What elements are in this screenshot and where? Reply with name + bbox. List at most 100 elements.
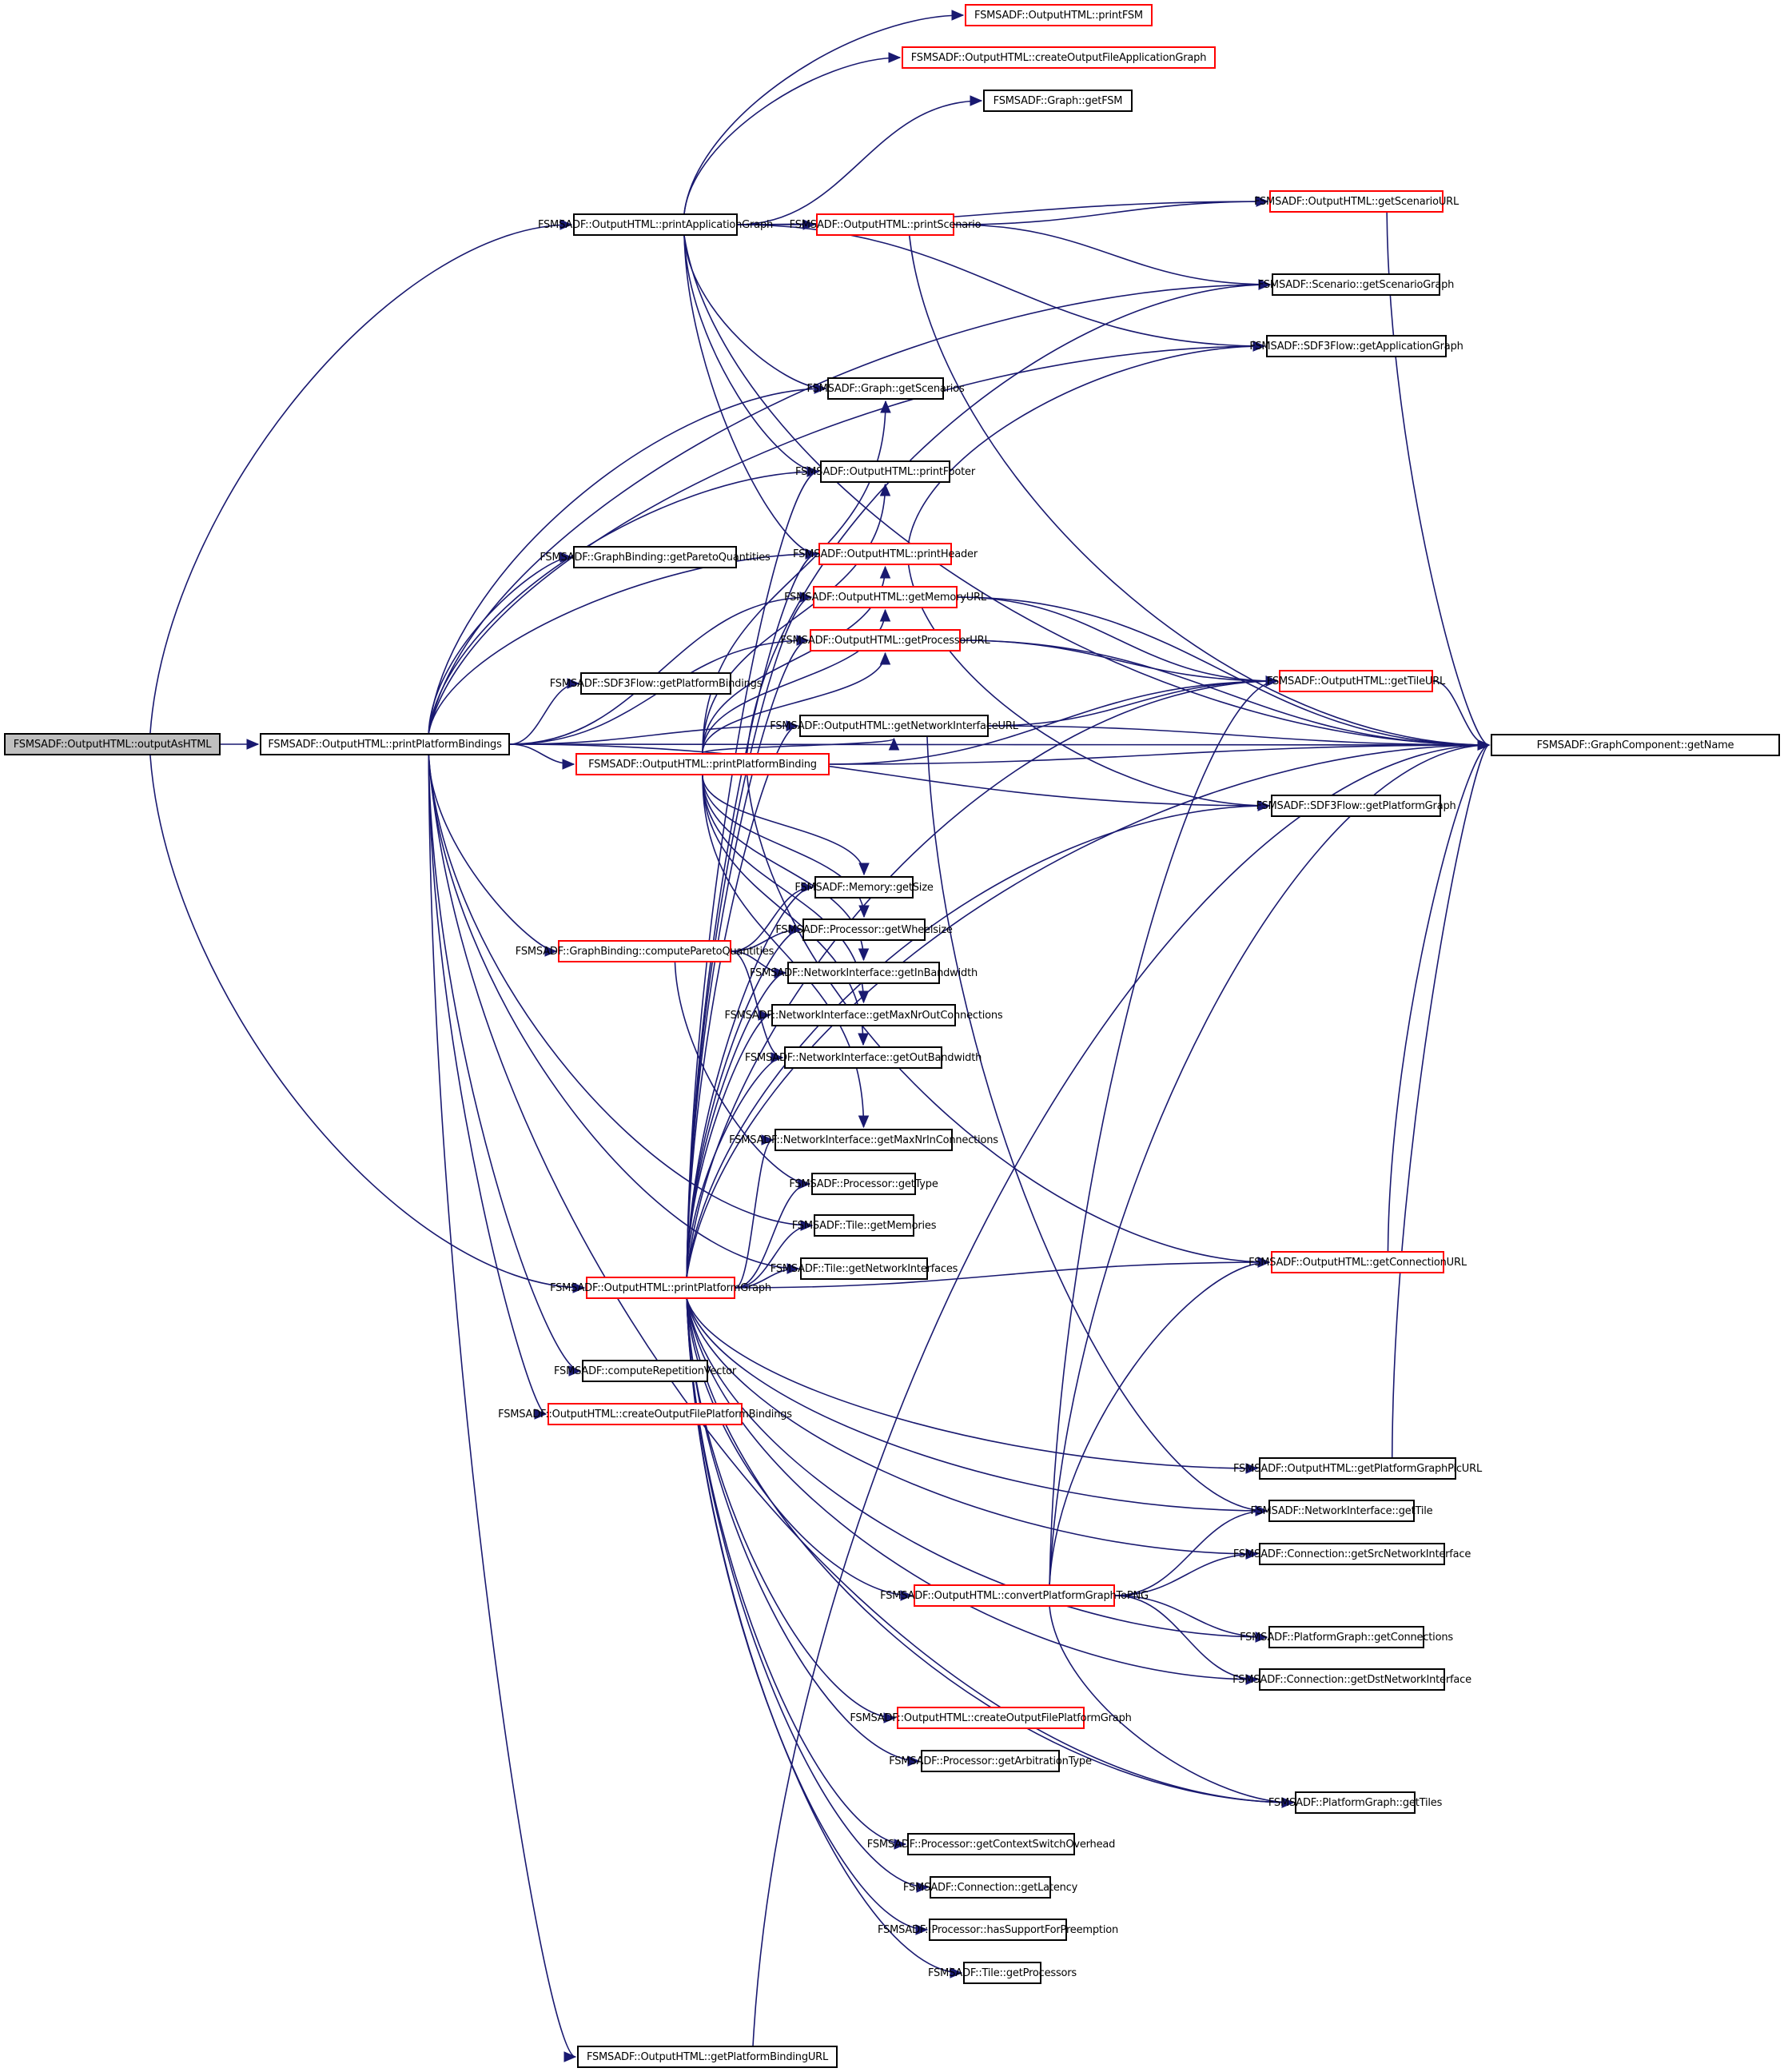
node-label: FSMSADF::OutputHTML::printFSM — [974, 9, 1143, 22]
node-get-connection-url[interactable]: FSMSADF::OutputHTML::getConnectionURL — [1248, 1251, 1467, 1273]
edge-print-platform-bindings-to-get-network-interfaces — [428, 755, 799, 1269]
edge-print-platform-graph-to-get-dst-network-interface — [686, 1298, 1258, 1680]
node-label: FSMSADF::GraphBinding::getParetoQuantiti… — [540, 551, 771, 564]
node-get-connections[interactable]: FSMSADF::PlatformGraph::getConnections — [1240, 1626, 1453, 1648]
node-label: FSMSADF::OutputHTML::printScenario — [789, 218, 982, 231]
node-label: FSMSADF::Processor::getWheelsize — [775, 923, 953, 936]
arrowhead-icon — [559, 552, 573, 563]
node-get-src-network-interface[interactable]: FSMSADF::Connection::getSrcNetworkInterf… — [1233, 1543, 1471, 1565]
node-get-arbitration-type[interactable]: FSMSADF::Processor::getArbitrationType — [889, 1750, 1092, 1772]
node-print-footer[interactable]: FSMSADF::OutputHTML::printFooter — [795, 460, 975, 483]
edge-print-platform-bindings-to-get-scenario-graph — [428, 284, 1271, 734]
edge-print-platform-graph-to-get-out-bandwidth — [686, 1057, 783, 1277]
node-get-application-graph[interactable]: FSMSADF::SDF3Flow::getApplicationGraph — [1249, 335, 1463, 357]
edge-get-connection-url-to-get-name — [1387, 744, 1490, 1252]
edge-print-platform-bindings-to-get-platform-bindings — [509, 683, 579, 745]
node-print-fsm[interactable]: FSMSADF::OutputHTML::printFSM — [965, 4, 1153, 26]
edge-print-platform-graph-to-get-max-nr-in-connections — [735, 1139, 774, 1289]
node-get-memory-url[interactable]: FSMSADF::OutputHTML::getMemoryURL — [784, 586, 986, 608]
node-label: FSMSADF::OutputHTML::printFooter — [795, 465, 975, 478]
node-get-fsm[interactable]: FSMSADF::Graph::getFSM — [983, 90, 1133, 112]
node-print-platform-binding[interactable]: FSMSADF::OutputHTML::printPlatformBindin… — [575, 753, 830, 775]
node-get-platform-graph-pic-url[interactable]: FSMSADF::OutputHTML::getPlatformGraphPic… — [1233, 1457, 1482, 1480]
arrowhead-icon — [900, 1590, 914, 1601]
node-get-memories[interactable]: FSMSADF::Tile::getMemories — [792, 1214, 936, 1237]
edge-print-application-graph-to-print-header — [683, 235, 818, 555]
edge-print-platform-bindings-to-compute-pareto-quantities — [428, 755, 557, 952]
node-get-platform-graph[interactable]: FSMSADF::SDF3Flow::getPlatformGraph — [1256, 795, 1456, 817]
edge-print-header-to-get-application-graph — [907, 345, 1265, 544]
arrowhead-icon — [858, 1115, 870, 1129]
node-convert-platform-graph-to-png[interactable]: FSMSADF::OutputHTML::convertPlatformGrap… — [880, 1584, 1149, 1607]
node-get-context-switch-overhead[interactable]: FSMSADF::Processor::getContextSwitchOver… — [867, 1833, 1115, 1855]
node-compute-repetition-vector[interactable]: FSMSADF::computeRepetitionVector — [554, 1360, 736, 1382]
edge-convert-platform-graph-to-png-to-get-tile — [1114, 1510, 1268, 1596]
node-print-application-graph[interactable]: FSMSADF::OutputHTML::printApplicationGra… — [538, 213, 773, 236]
node-get-pareto-quantities[interactable]: FSMSADF::GraphBinding::getParetoQuantiti… — [540, 546, 771, 568]
edge-print-platform-binding-to-get-network-interface-url — [702, 738, 895, 754]
node-print-platform-graph[interactable]: FSMSADF::OutputHTML::printPlatformGraph — [550, 1277, 771, 1299]
node-get-in-bandwidth[interactable]: FSMSADF::NetworkInterface::getInBandwidt… — [750, 962, 978, 984]
node-get-out-bandwidth[interactable]: FSMSADF::NetworkInterface::getOutBandwid… — [745, 1046, 982, 1069]
node-get-size[interactable]: FSMSADF::Memory::getSize — [794, 876, 934, 899]
node-label: FSMSADF::OutputHTML::getConnectionURL — [1248, 1256, 1467, 1269]
node-get-scenario-graph[interactable]: FSMSADF::Scenario::getScenarioGraph — [1258, 273, 1454, 296]
node-label: FSMSADF::OutputHTML::getPlatformBindingU… — [586, 2050, 829, 2063]
node-get-dst-network-interface[interactable]: FSMSADF::Connection::getDstNetworkInterf… — [1232, 1668, 1471, 1691]
arrowhead-icon — [894, 1839, 907, 1850]
node-get-scenarios[interactable]: FSMSADF::Graph::getScenarios — [807, 377, 965, 400]
arrowhead-icon — [534, 1409, 548, 1420]
arrowhead-icon — [879, 651, 891, 665]
node-get-platform-binding-url[interactable]: FSMSADF::OutputHTML::getPlatformBindingU… — [577, 2046, 838, 2068]
edge-output-as-html-to-print-application-graph — [149, 224, 572, 734]
node-print-platform-bindings[interactable]: FSMSADF::OutputHTML::printPlatformBindin… — [260, 733, 510, 755]
node-has-support-for-preemption[interactable]: FSMSADF::Processor::hasSupportForPreempt… — [878, 1919, 1118, 1941]
arrowhead-icon — [786, 720, 799, 731]
edge-print-platform-bindings-to-get-scenarios — [428, 388, 826, 734]
edge-print-platform-bindings-to-get-memory-url — [509, 596, 812, 745]
edge-print-platform-graph-to-get-context-switch-overhead — [686, 1298, 906, 1845]
node-get-network-interfaces[interactable]: FSMSADF::Tile::getNetworkInterfaces — [771, 1257, 958, 1280]
arrowhead-icon — [774, 967, 787, 978]
node-label: FSMSADF::GraphComponent::getName — [1536, 739, 1734, 751]
edge-get-memory-url-to-get-tile-url — [957, 596, 1278, 682]
node-create-output-file-platform-bindings[interactable]: FSMSADF::OutputHTML::createOutputFilePla… — [498, 1403, 792, 1425]
node-get-scenario-url[interactable]: FSMSADF::OutputHTML::getScenarioURL — [1254, 190, 1459, 213]
node-label: FSMSADF::OutputHTML::printPlatformBindin… — [588, 758, 817, 771]
node-get-network-interface-url[interactable]: FSMSADF::OutputHTML::getNetworkInterface… — [770, 715, 1018, 737]
edge-print-application-graph-to-get-fsm — [737, 100, 982, 225]
node-get-processor-url[interactable]: FSMSADF::OutputHTML::getProcessorURL — [781, 629, 990, 651]
arrowhead-icon — [879, 608, 891, 622]
node-get-type[interactable]: FSMSADF::Processor::getType — [789, 1173, 938, 1195]
edge-print-application-graph-to-print-fsm — [683, 14, 964, 214]
node-get-latency[interactable]: FSMSADF::Connection::getLatency — [903, 1876, 1077, 1899]
edge-get-tile-url-to-get-name — [1432, 680, 1490, 746]
edge-print-platform-graph-to-get-wheelsize — [686, 929, 802, 1277]
node-compute-pareto-quantities[interactable]: FSMSADF::GraphBinding::computeParetoQuan… — [516, 940, 774, 962]
node-print-scenario[interactable]: FSMSADF::OutputHTML::printScenario — [790, 213, 982, 236]
node-label: FSMSADF::NetworkInterface::getOutBandwid… — [744, 1051, 982, 1064]
node-get-processors[interactable]: FSMSADF::Tile::getProcessors — [928, 1962, 1077, 1984]
arrowhead-icon — [806, 466, 820, 477]
arrowhead-icon — [1252, 341, 1266, 352]
node-create-output-file-platform-graph[interactable]: FSMSADF::OutputHTML::createOutputFilePla… — [850, 1707, 1132, 1729]
node-get-tile[interactable]: FSMSADF::NetworkInterface::getTile — [1251, 1500, 1433, 1522]
node-get-max-nr-in-connections[interactable]: FSMSADF::NetworkInterface::getMaxNrInCon… — [729, 1129, 998, 1151]
node-print-header[interactable]: FSMSADF::OutputHTML::printHeader — [793, 543, 978, 565]
edge-get-network-interface-url-to-get-tile-url — [988, 680, 1278, 727]
node-create-output-file-application-graph[interactable]: FSMSADF::OutputHTML::createOutputFileApp… — [902, 46, 1216, 69]
node-get-max-nr-out-connections[interactable]: FSMSADF::NetworkInterface::getMaxNrOutCo… — [725, 1004, 1003, 1026]
node-label: FSMSADF::PlatformGraph::getConnections — [1240, 1631, 1453, 1644]
arrowhead-icon — [563, 2051, 577, 2062]
node-label: FSMSADF::PlatformGraph::getTiles — [1268, 1796, 1443, 1809]
node-label: FSMSADF::OutputHTML::printPlatformGraph — [550, 1281, 771, 1294]
node-get-tiles[interactable]: FSMSADF::PlatformGraph::getTiles — [1268, 1791, 1442, 1814]
node-label: FSMSADF::Graph::getFSM — [993, 94, 1123, 107]
node-get-tile-url[interactable]: FSMSADF::OutputHTML::getTileURL — [1267, 670, 1445, 692]
edge-print-platform-graph-to-get-connections — [686, 1298, 1268, 1638]
node-get-platform-bindings[interactable]: FSMSADF::SDF3Flow::getPlatformBindings — [550, 672, 762, 695]
edge-print-platform-graph-to-print-footer — [686, 471, 819, 1277]
node-get-wheelsize[interactable]: FSMSADF::Processor::getWheelsize — [775, 918, 953, 941]
node-get-name[interactable]: FSMSADF::GraphComponent::getName — [1491, 734, 1780, 756]
